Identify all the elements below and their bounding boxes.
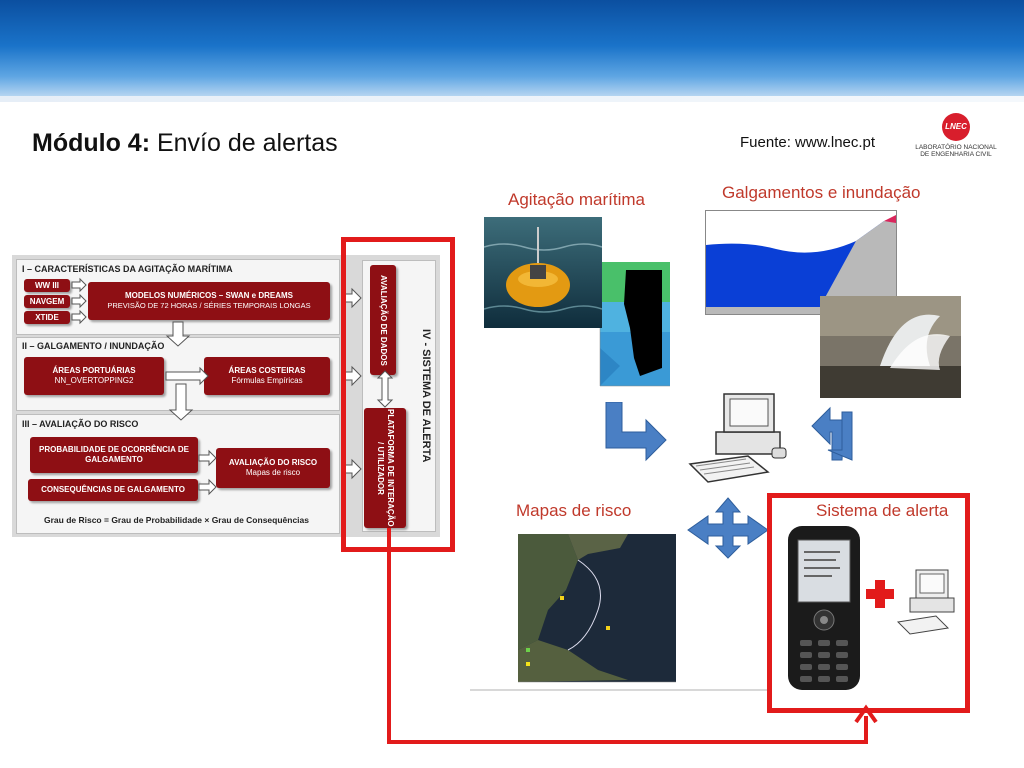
plus-icon	[866, 580, 894, 608]
input-xtide: XTIDE	[24, 311, 70, 324]
arrow-navgem	[71, 293, 87, 309]
risk-evaluation-title: AVALIAÇÃO DO RISCO	[228, 458, 318, 467]
probability-box: PROBABILIDADE DE OCORRÊNCIA DE GALGAMENT…	[30, 437, 198, 473]
title-bold: Módulo 4:	[32, 129, 151, 157]
alert-feedback-line	[387, 528, 868, 744]
desktop-computer-icon	[896, 566, 958, 638]
alert-system-highlight-frame	[341, 237, 455, 552]
arrow-agitation-to-computer	[605, 402, 667, 462]
numerical-models-box: MODELOS NUMÉRICOS – SWAN e DREAMS PREVIS…	[88, 282, 330, 320]
source-text: Fuente: www.lnec.pt	[740, 134, 876, 151]
wave-height-map	[590, 248, 672, 398]
buoy-photo	[484, 217, 602, 328]
data-evaluation-box: AVALIAÇÃO DE DADOS	[370, 265, 396, 375]
arrow-port-coast	[165, 366, 209, 386]
mobile-phone-icon	[786, 524, 862, 692]
coastal-areas-title: ÁREAS COSTEIRAS	[228, 366, 306, 375]
probability-label: PROBABILIDADE DE OCORRÊNCIA DE GALGAMENT…	[39, 445, 189, 464]
consequences-label: CONSEQUÊNCIAS DE GALGAMENTO	[41, 485, 185, 494]
input-wwiii: WW III	[24, 279, 70, 292]
arrow-down-1	[165, 321, 191, 347]
input-navgem: NAVGEM	[24, 295, 70, 308]
platform-box: PLATAFORMA DE INTERAÇÃO / UTILIZADOR	[364, 408, 406, 528]
input-xtide-label: XTIDE	[35, 312, 59, 322]
arrow-wwiii	[71, 277, 87, 293]
risk-evaluation-sub: Mapas de risco	[245, 468, 301, 477]
input-navgem-label: NAVGEM	[29, 296, 65, 306]
input-wwiii-label: WW III	[35, 280, 59, 290]
risk-evaluation-box: AVALIAÇÃO DO RISCO Mapas de risco	[216, 448, 330, 488]
port-areas-box: ÁREAS PORTUÁRIAS NN_OVERTOPPING2	[24, 357, 164, 395]
coastal-areas-box: ÁREAS COSTEIRAS Fórmulas Empíricas	[204, 357, 330, 395]
caption-alert-system: Sistema de alerta	[816, 501, 949, 520]
caption-risk-maps: Mapas de risco	[516, 501, 632, 520]
title-rest: Envío de alertas	[150, 129, 338, 157]
numerical-models-title: MODELOS NUMÉRICOS – SWAN e DREAMS	[124, 291, 293, 301]
data-evaluation-label: AVALIAÇÃO DE DADOS	[379, 274, 388, 366]
logo-line-2: DE ENGENHARIA CIVIL	[920, 151, 992, 158]
risk-formula: Grau de Risco = Grau de Probabilidade × …	[44, 515, 309, 525]
arrow-dataeval-platform	[376, 370, 394, 408]
page-title: Módulo 4: Envío de alertas	[32, 129, 338, 158]
consequences-box: CONSEQUÊNCIAS DE GALGAMENTO	[28, 479, 198, 501]
section-2-title: II – GALGAMENTO / INUNDAÇÃO	[22, 341, 165, 351]
header-band	[0, 0, 1024, 102]
port-areas-sub: NN_OVERTOPPING2	[54, 376, 134, 385]
coastal-areas-sub: Fórmulas Empíricas	[231, 376, 303, 385]
caption-overtopping: Galgamentos e inundação	[722, 183, 921, 202]
risk-map	[508, 530, 680, 690]
arrow-xtide	[71, 309, 87, 325]
divider-line	[470, 689, 770, 691]
section-1-title: I – CARACTERÍSTICAS DA AGITAÇÃO MARÍTIMA	[22, 264, 233, 274]
section-3-title: III – AVALIAÇÃO DO RISCO	[22, 419, 139, 429]
alert-system-frame	[767, 493, 970, 713]
four-way-arrow-icon	[687, 497, 769, 559]
platform-label: PLATAFORMA DE INTERAÇÃO / UTILIZADOR	[376, 409, 395, 527]
computer-icon	[686, 392, 796, 488]
arrow-down-2	[168, 383, 194, 421]
logo-line-1: LABORATÓRIO NACIONAL	[915, 144, 997, 151]
lnec-logo-icon: LNEC	[942, 113, 970, 141]
numerical-models-sub: PREVISÃO DE 72 HORAS / SÉRIES TEMPORAIS …	[107, 301, 311, 311]
arrow-overtopping-to-computer	[811, 406, 853, 461]
wave-splash-photo	[820, 296, 961, 398]
port-areas-title: ÁREAS PORTUÁRIAS	[52, 366, 136, 375]
caption-agitation: Agitação marítima	[508, 190, 645, 209]
arrow-prob-risk	[198, 449, 217, 467]
lnec-logo-text: LABORATÓRIO NACIONAL DE ENGENHARIA CIVIL	[915, 144, 997, 158]
section-4-title: IV - SISTEMA DE ALERTA	[420, 329, 432, 463]
arrow-cons-risk	[198, 478, 217, 496]
